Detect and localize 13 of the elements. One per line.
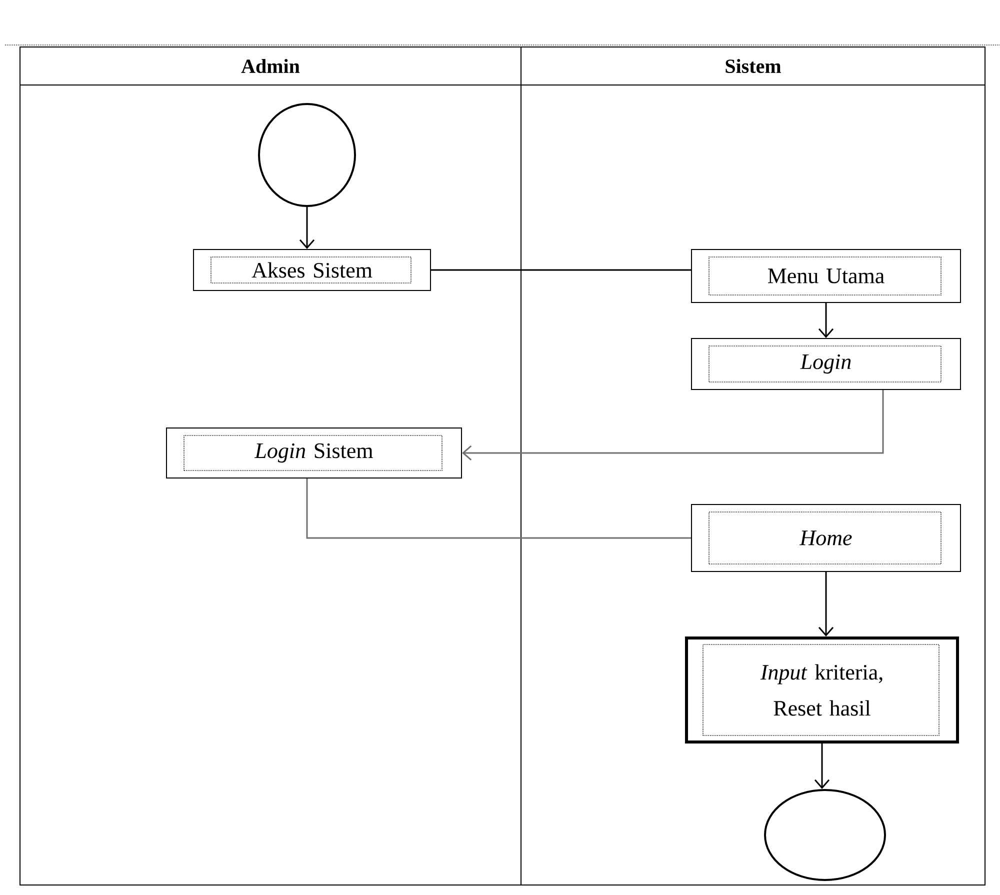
action-box: Login (691, 338, 962, 390)
action-box: Menu Utama (691, 249, 962, 303)
end-circle (764, 789, 886, 881)
arrow (818, 303, 834, 338)
arrow (462, 390, 884, 461)
action-box: Home (691, 504, 962, 572)
arrow (818, 572, 834, 636)
action-box: Akses Sistem (193, 249, 431, 291)
arrow (814, 744, 830, 789)
action-box: Login Sistem (166, 428, 462, 478)
arrow (299, 207, 315, 249)
action-box: Input kriteria, Reset hasil (685, 636, 959, 744)
start-circle (258, 103, 356, 207)
